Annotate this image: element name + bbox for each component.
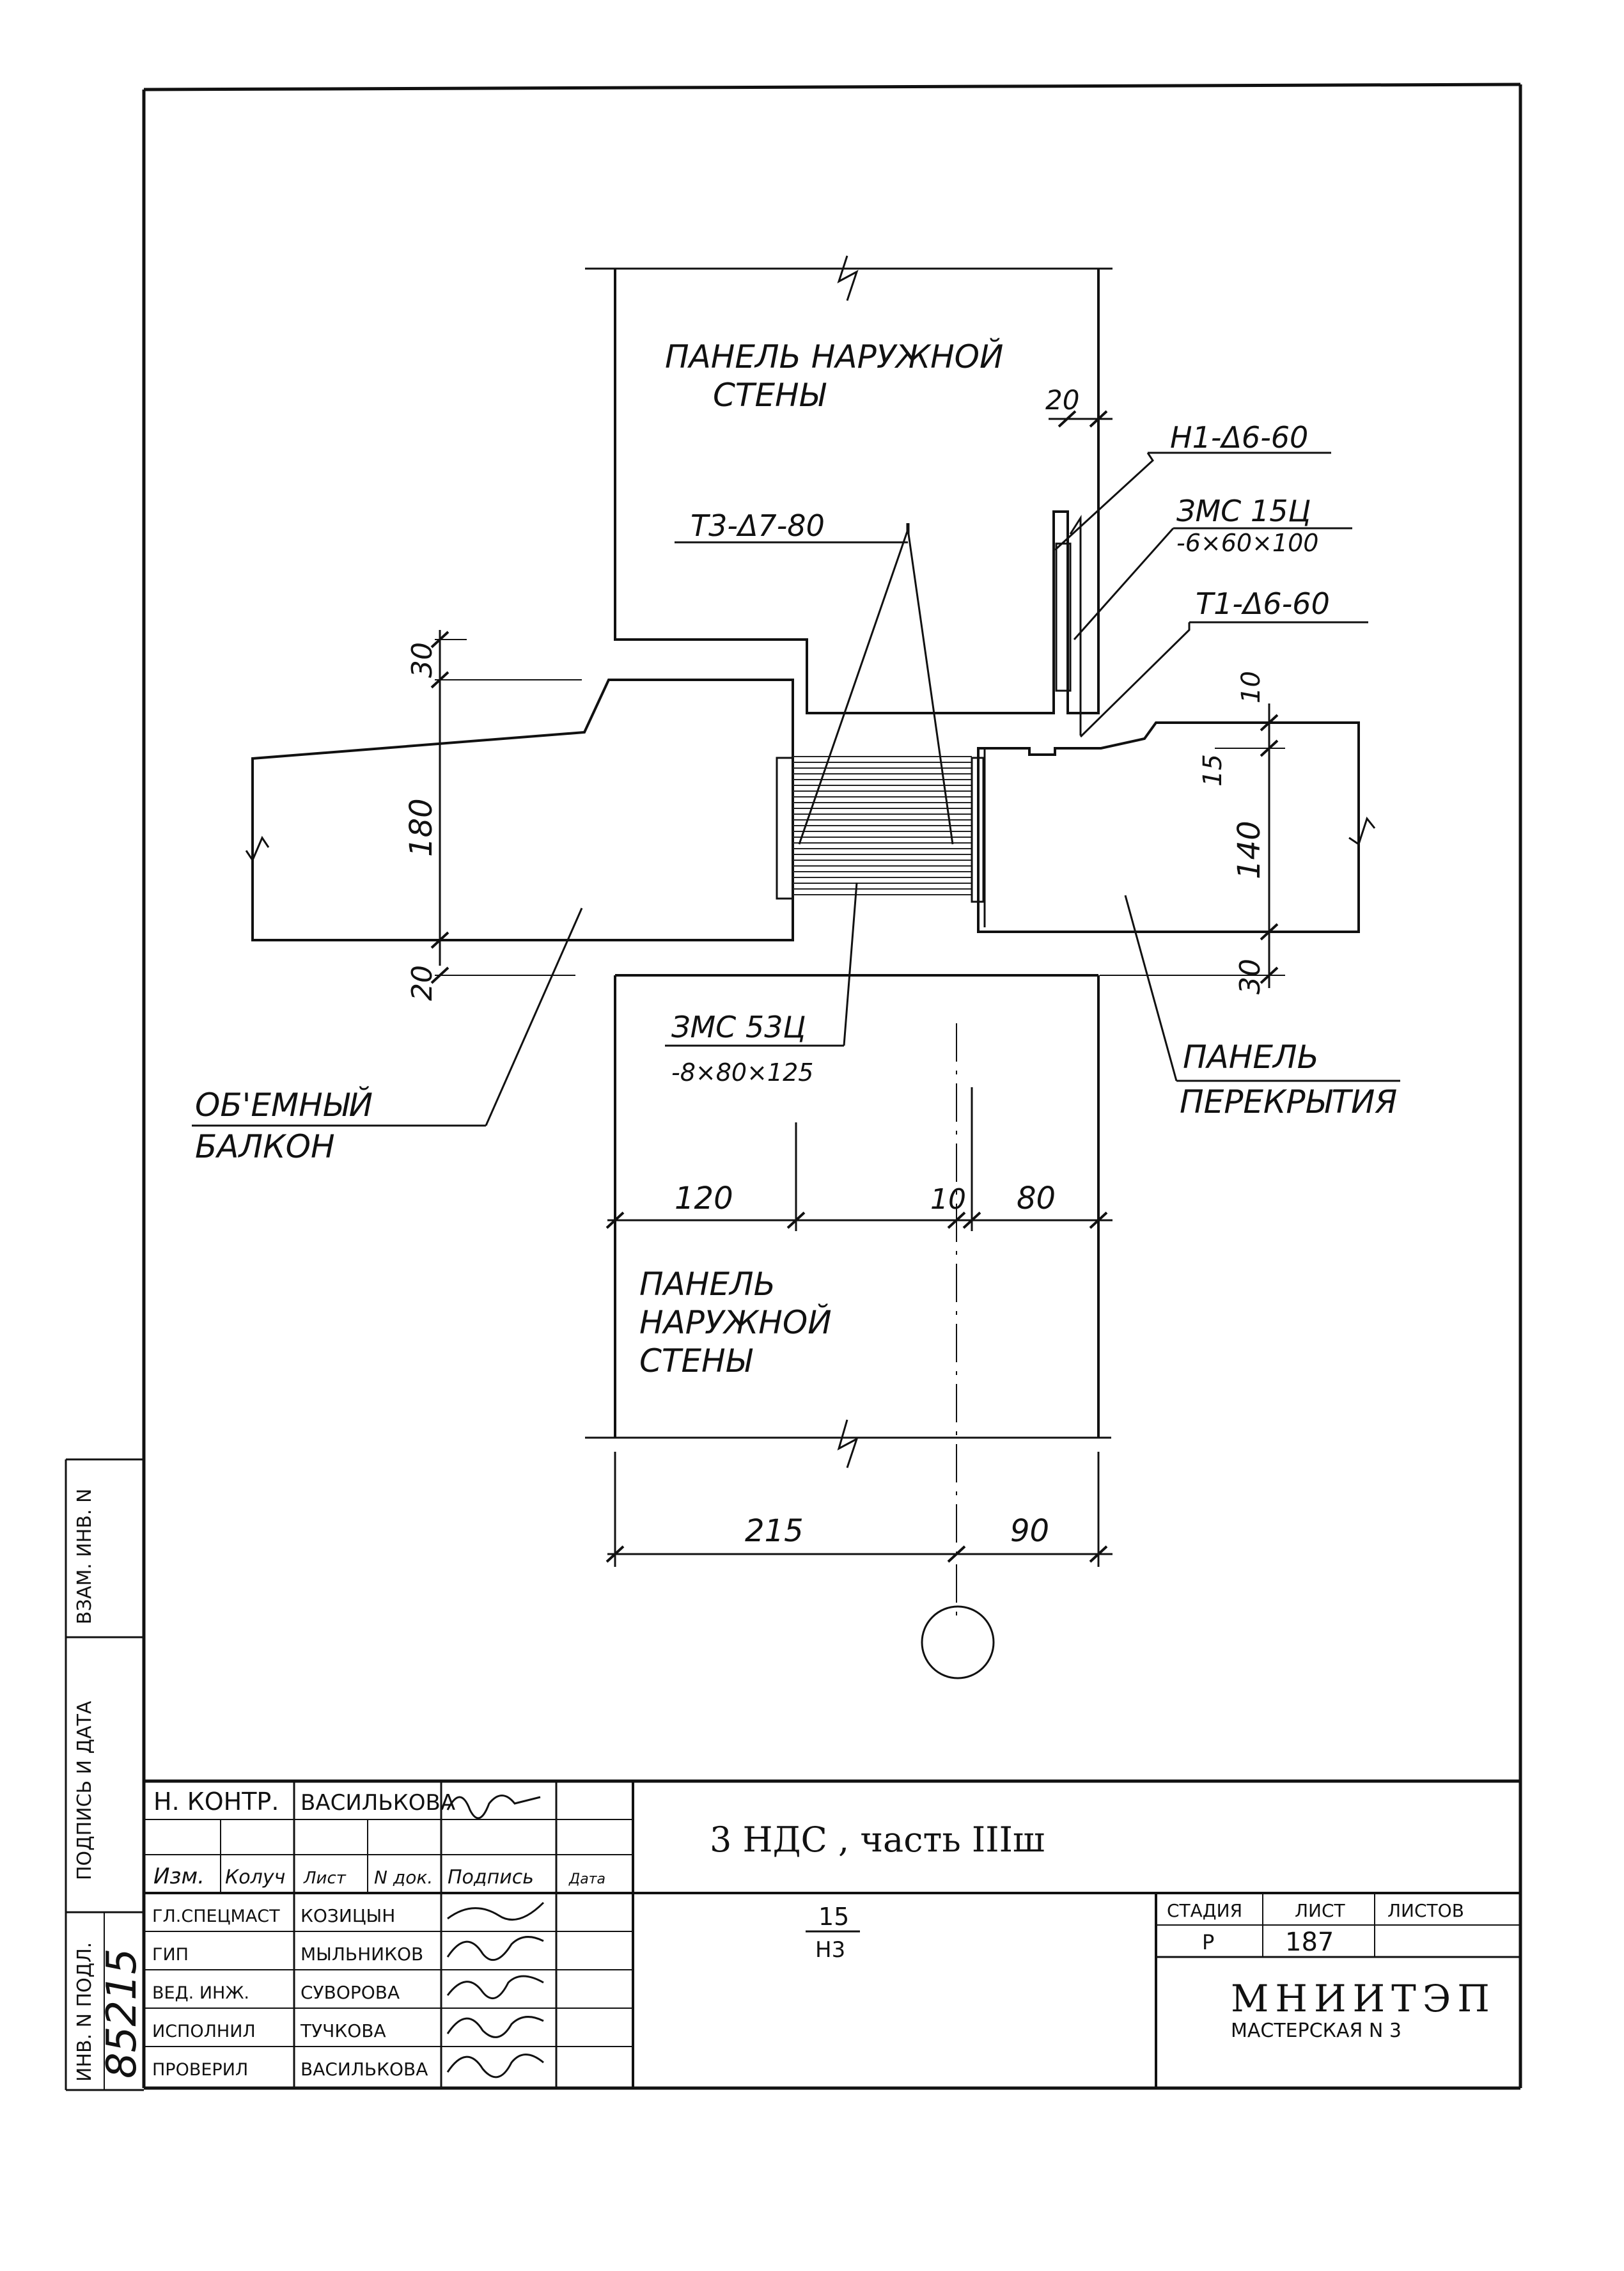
row-1-role: ГЛ.СПЕЦМАСТ xyxy=(152,1906,280,1926)
col-data: Дата xyxy=(568,1871,605,1887)
bottom-wall-label-3: СТЕНЫ xyxy=(639,1342,753,1379)
fraction-bottom: Н3 xyxy=(815,1937,845,1963)
row-4-name: ТУЧКОВА xyxy=(300,2020,386,2041)
side-stamp: ВЗАМ. ИНВ. N ПОДПИСЬ И ДАТА ИНВ. N ПОДЛ.… xyxy=(74,1489,146,2082)
drawing-labels: ПАНЕЛЬ НАРУЖНОЙ СТЕНЫ ПАНЕЛЬ НАРУЖНОЙ СТ… xyxy=(195,338,1397,1549)
stage-value: Р xyxy=(1202,1930,1214,1954)
col-list: Лист xyxy=(303,1869,347,1888)
org-sub: МАСТЕРСКАЯ N 3 xyxy=(1231,2020,1401,2042)
col-koluch: Колуч xyxy=(225,1866,285,1889)
top-wall-label-2: СТЕНЫ xyxy=(713,377,827,414)
dim-20-top: 20 xyxy=(1045,384,1079,416)
row-5-role: ПРОВЕРИЛ xyxy=(152,2060,248,2080)
col-podpis: Подпись xyxy=(448,1866,534,1889)
inv-number: 85215 xyxy=(98,1948,146,2078)
vzam-inv-label: ВЗАМ. ИНВ. N xyxy=(74,1489,96,1624)
sheet-frame xyxy=(65,83,1522,2091)
col-ndok: N док. xyxy=(374,1867,433,1888)
tag-zmc53-1: ЗМС 53Ц xyxy=(671,1010,806,1044)
col-izm: Изм. xyxy=(153,1864,205,1889)
bottom-wall-label-1: ПАНЕЛЬ xyxy=(639,1266,776,1303)
dim-120: 120 xyxy=(675,1181,733,1216)
row-3-name: СУВОРОВА xyxy=(301,1982,400,2003)
row-1-name: КОЗИЦЫН xyxy=(301,1905,395,1926)
row-3-role: ВЕД. ИНЖ. xyxy=(152,1983,249,2003)
project-title: 3 НДС , часть IIIш xyxy=(710,1819,1045,1860)
slab-label-2: ПЕРЕКРЫТИЯ xyxy=(1180,1083,1397,1120)
balcony-label-1: ОБ'ЕМНЫЙ xyxy=(195,1086,373,1124)
dim-80: 80 xyxy=(1017,1181,1056,1216)
dim-180: 180 xyxy=(403,798,439,857)
n-kontr-name: ВАСИЛЬКОВА xyxy=(301,1790,455,1816)
axis-marker xyxy=(921,1605,995,1679)
row-2-role: ГИП xyxy=(152,1945,189,1965)
dim-10-mid: 10 xyxy=(930,1183,966,1216)
bottom-wall-panel xyxy=(614,974,1100,1438)
bottom-wall-label-2: НАРУЖНОЙ xyxy=(639,1303,832,1341)
n-kontr-role: Н. КОНТР. xyxy=(153,1788,279,1816)
tag-t3: Т3-Δ7-80 xyxy=(691,508,825,543)
inv-podl-label: ИНВ. N ПОДЛ. xyxy=(74,1942,96,2082)
tag-zmc154-1: ЗМС 15Ц xyxy=(1176,494,1311,528)
dim-90: 90 xyxy=(1010,1513,1049,1549)
signatures xyxy=(446,1795,545,2078)
title-block xyxy=(144,1779,1520,2088)
podpis-data-label: ПОДПИСЬ И ДАТА xyxy=(74,1701,96,1880)
dim-30-left: 30 xyxy=(406,642,439,678)
balcony-slab xyxy=(251,679,794,941)
dim-30-right: 30 xyxy=(1234,959,1267,994)
balcony-label-2: БАЛКОН xyxy=(195,1128,335,1165)
dim-15-right: 15 xyxy=(1198,754,1228,787)
dim-20-left: 20 xyxy=(406,965,439,1001)
row-5-name: ВАСИЛЬКОВА xyxy=(301,2059,428,2080)
tag-n1: Н1-Δ6-60 xyxy=(1170,420,1308,455)
sheets-header: ЛИСТОВ xyxy=(1387,1900,1464,1921)
dim-140: 140 xyxy=(1231,821,1267,879)
floor-slab xyxy=(977,721,1360,933)
detail-drawing xyxy=(192,255,1400,1679)
tag-zmc154-2: -6×60×100 xyxy=(1176,529,1318,557)
row-4-role: ИСПОЛНИЛ xyxy=(152,2022,256,2041)
stage-header: СТАДИЯ xyxy=(1167,1900,1242,1921)
tag-zmc53-2: -8×80×125 xyxy=(671,1058,813,1087)
dim-10-right: 10 xyxy=(1237,671,1266,703)
sheet-header: ЛИСТ xyxy=(1295,1900,1346,1921)
row-2-name: МЫЛЬНИКОВ xyxy=(301,1944,423,1965)
tag-t1: Т1-Δ6-60 xyxy=(1196,586,1330,621)
top-wall-panel xyxy=(614,269,1100,714)
top-wall-label-1: ПАНЕЛЬ НАРУЖНОЙ xyxy=(665,338,1003,375)
title-block-text: Н. КОНТР. ВАСИЛЬКОВА Изм. Колуч Лист N д… xyxy=(152,1788,1496,2080)
slab-label-1: ПАНЕЛЬ xyxy=(1183,1039,1319,1076)
sheet-value: 187 xyxy=(1285,1928,1334,1957)
fraction-top: 15 xyxy=(818,1903,849,1931)
dim-215: 215 xyxy=(745,1513,804,1549)
org-name: МНИИТЭП xyxy=(1231,1977,1496,2020)
